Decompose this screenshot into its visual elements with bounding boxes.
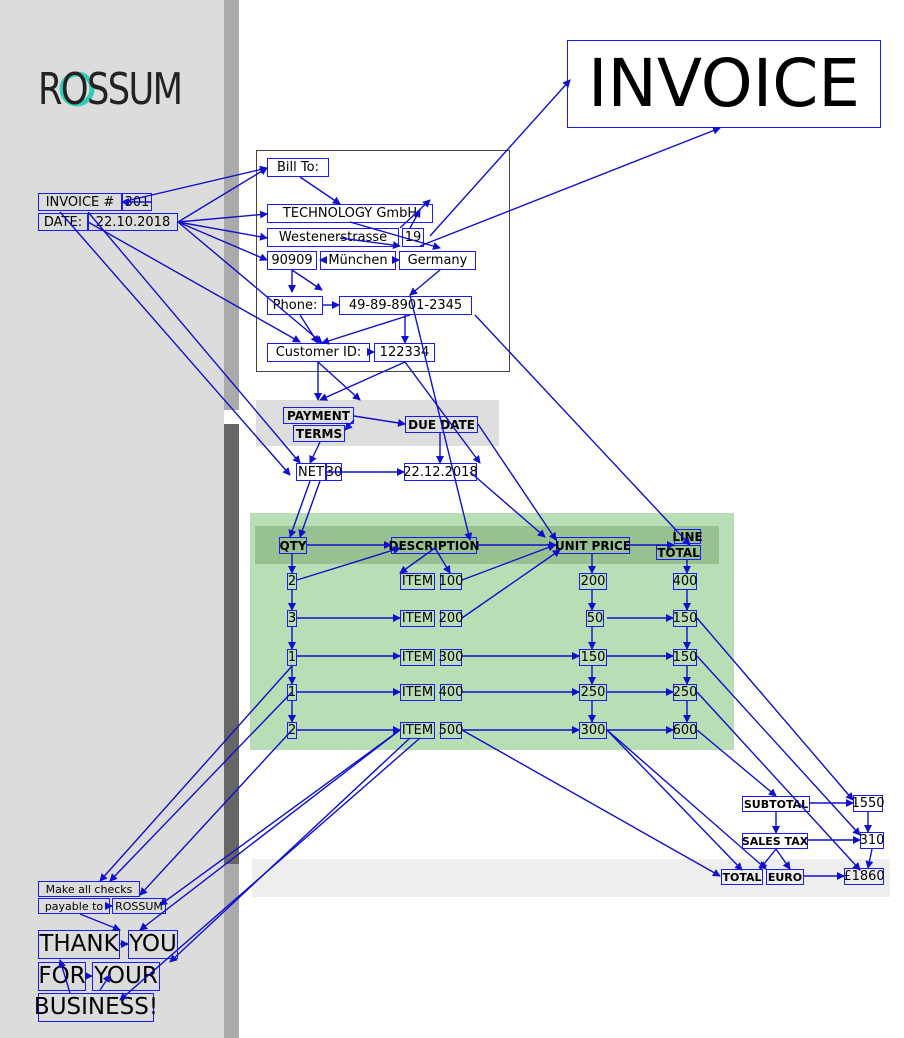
row-unit-price: 50 <box>586 610 604 627</box>
for-word: FOR <box>38 962 86 991</box>
sales-tax-value: 310 <box>859 832 885 849</box>
invoice-number-label: INVOICE # <box>38 193 122 211</box>
invoice-number: 301 <box>122 193 152 211</box>
row-item: ITEM <box>400 684 435 701</box>
relation-arrow <box>461 729 721 877</box>
net-label: NET <box>296 463 326 481</box>
currency-label: EURO <box>766 869 804 885</box>
business-word: BUSINESS! <box>33 993 159 1022</box>
row-item: ITEM <box>400 649 435 666</box>
row-code: 200 <box>438 610 464 627</box>
total-value: £1860 <box>843 868 885 885</box>
relation-arrow <box>606 729 743 871</box>
payment-terms-label-1: PAYMENT <box>283 407 354 424</box>
sidebar-stripe-top <box>224 0 239 410</box>
row-code: 300 <box>438 649 464 666</box>
invoice-title: INVOICE <box>567 40 881 128</box>
company-name: TECHNOLOGY GmbH <box>267 204 433 223</box>
row-unit-price: 200 <box>579 573 607 590</box>
due-date-value: 22.12.2018 <box>403 463 478 481</box>
row-item: ITEM <box>400 573 435 590</box>
row-qty: 2 <box>287 722 297 739</box>
due-date-label: DUE DATE <box>405 416 478 433</box>
zip-code: 90909 <box>267 251 317 270</box>
line-total-header-2: TOTAL <box>656 545 701 560</box>
phone-number: 49-89-8901-2345 <box>339 296 472 315</box>
total-label: TOTAL <box>721 869 763 885</box>
checks-note-line-1: Make all checks <box>38 881 140 897</box>
row-item: ITEM <box>400 722 435 739</box>
description-header: DESCRIPTION <box>388 537 480 554</box>
row-qty: 1 <box>287 649 297 666</box>
you-word: YOU <box>128 930 178 959</box>
row-code: 100 <box>438 573 464 590</box>
row-line-total: 250 <box>672 684 698 701</box>
payment-terms-label-2: TERMS <box>293 425 345 442</box>
sidebar-stripe-bottom <box>224 864 239 1038</box>
bill-to-label: Bill To: <box>267 158 329 177</box>
invoice-date: 22.10.2018 <box>88 213 178 231</box>
thank-word: THANK <box>38 930 120 959</box>
row-qty: 3 <box>287 610 297 627</box>
row-line-total: 400 <box>672 573 698 590</box>
city: München <box>320 251 396 270</box>
payable-to-name: ROSSUM <box>112 898 166 914</box>
country: Germany <box>399 251 476 270</box>
row-code: 500 <box>438 722 464 739</box>
phone-label: Phone: <box>267 296 323 315</box>
row-qty: 2 <box>287 573 297 590</box>
unit-price-header: UNIT PRICE <box>554 537 632 554</box>
row-unit-price: 300 <box>579 722 607 739</box>
row-item: ITEM <box>400 610 435 627</box>
your-word: YOUR <box>92 962 160 991</box>
customer-id-label: Customer ID: <box>267 343 370 362</box>
row-unit-price: 250 <box>579 684 607 701</box>
payable-to-label: payable to <box>38 898 110 914</box>
table-header-band <box>255 526 719 564</box>
rossum-logo: ROSSUM <box>38 62 210 116</box>
row-line-total: 600 <box>672 722 698 739</box>
row-line-total: 150 <box>672 649 698 666</box>
qty-header: QTY <box>279 537 307 554</box>
line-total-header-1: LINE <box>672 529 703 544</box>
sales-tax-label: SALES TAX <box>741 833 809 849</box>
logo-text: ROSSUM <box>38 64 183 115</box>
subtotal-value: 1550 <box>851 795 885 812</box>
row-unit-price: 150 <box>579 649 607 666</box>
customer-id: 122334 <box>374 343 435 362</box>
rossum-logo-mark <box>59 71 95 107</box>
row-qty: 1 <box>287 684 297 701</box>
row-code: 400 <box>438 684 464 701</box>
street: Westenerstrasse <box>267 228 399 247</box>
subtotal-label: SUBTOTAL <box>742 796 810 812</box>
row-line-total: 150 <box>672 610 698 627</box>
house-number: 19 <box>402 228 424 247</box>
invoice-date-label: DATE: <box>38 213 88 231</box>
net-days: 30 <box>325 463 343 481</box>
sidebar-stripe-dark <box>224 424 239 864</box>
